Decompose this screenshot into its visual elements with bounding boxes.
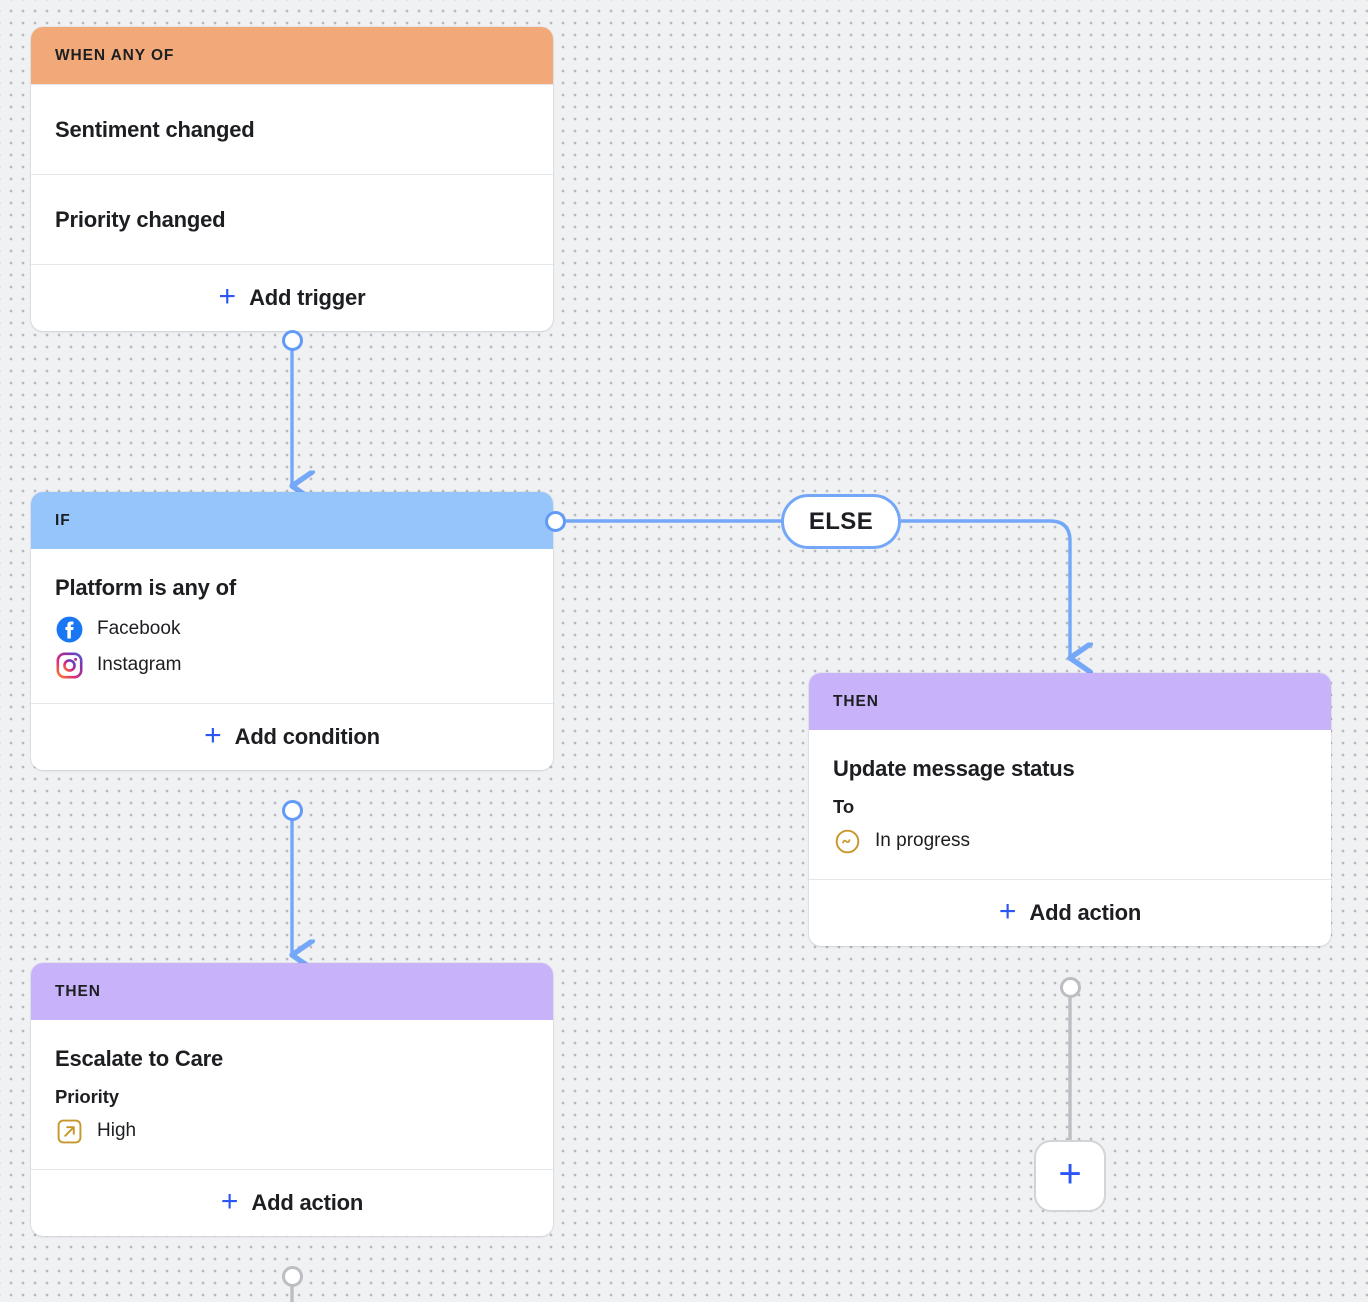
condition-value-instagram: Instagram xyxy=(55,651,529,679)
else-action-field-label: To xyxy=(833,796,855,817)
else-branch-node[interactable]: ELSE xyxy=(781,494,901,549)
trigger-item-label: Priority changed xyxy=(55,206,226,232)
condition-card-header: IF xyxy=(31,492,553,549)
trigger-output-handle[interactable] xyxy=(282,330,303,351)
action-header-label: THEN xyxy=(55,982,101,1000)
trigger-item-label: Sentiment changed xyxy=(55,116,255,142)
edge-else-to-action xyxy=(901,519,1070,658)
condition-body: Platform is any of Facebook xyxy=(31,549,553,703)
add-condition-label: Add condition xyxy=(234,724,380,749)
action-card[interactable]: THEN Escalate to Care Priority High + Ad… xyxy=(31,963,553,1236)
action-field-label: Priority xyxy=(55,1086,119,1107)
instagram-icon xyxy=(55,651,83,679)
action-value-label: High xyxy=(97,1120,137,1141)
add-trigger-label: Add trigger xyxy=(249,285,366,310)
plus-icon: + xyxy=(218,279,237,313)
plus-icon: + xyxy=(998,894,1017,928)
trigger-card-header: WHEN ANY OF xyxy=(31,27,553,84)
add-trigger-button[interactable]: + Add trigger xyxy=(31,264,553,331)
else-add-action-label: Add action xyxy=(1029,900,1142,925)
else-action-header-label: THEN xyxy=(833,692,879,710)
action-card-header: THEN xyxy=(31,963,553,1020)
add-node-button[interactable]: + xyxy=(1034,1140,1106,1212)
else-action-card-header: THEN xyxy=(809,673,1331,730)
condition-value-facebook: Facebook xyxy=(55,615,529,643)
plus-icon: + xyxy=(1058,1152,1082,1196)
trigger-item-priority-changed[interactable]: Priority changed xyxy=(31,174,553,264)
add-condition-button[interactable]: + Add condition xyxy=(31,703,553,770)
condition-card[interactable]: IF Platform is any of Facebook xyxy=(31,492,553,770)
facebook-icon xyxy=(55,615,83,643)
condition-value-label: Instagram xyxy=(97,654,182,675)
condition-title: Platform is any of xyxy=(55,575,236,600)
trigger-card[interactable]: WHEN ANY OF Sentiment changed Priority c… xyxy=(31,27,553,331)
add-action-label: Add action xyxy=(251,1190,364,1215)
add-action-button[interactable]: + Add action xyxy=(31,1169,553,1236)
action-body: Escalate to Care Priority High xyxy=(31,1020,553,1169)
trigger-item-sentiment-changed[interactable]: Sentiment changed xyxy=(31,84,553,174)
arrow-up-right-box-icon xyxy=(55,1117,83,1145)
else-action-title: Update message status xyxy=(833,756,1075,781)
else-action-value: In progress xyxy=(833,827,1307,855)
plus-icon: + xyxy=(220,1184,239,1218)
else-branch-label: ELSE xyxy=(808,507,874,535)
action-value: High xyxy=(55,1117,529,1145)
condition-output-handle[interactable] xyxy=(282,800,303,821)
else-action-output-handle[interactable] xyxy=(1060,977,1081,998)
else-add-action-button[interactable]: + Add action xyxy=(809,879,1331,946)
else-action-value-label: In progress xyxy=(875,830,971,851)
condition-value-label: Facebook xyxy=(97,618,181,639)
in-progress-circle-icon xyxy=(833,827,861,855)
plus-icon: + xyxy=(204,718,222,752)
condition-header-label: IF xyxy=(55,511,71,529)
action-output-handle[interactable] xyxy=(282,1266,303,1287)
action-title: Escalate to Care xyxy=(55,1046,223,1071)
else-action-body: Update message status To In progress xyxy=(809,730,1331,879)
else-action-card[interactable]: THEN Update message status To In progres… xyxy=(809,673,1331,946)
trigger-header-label: WHEN ANY OF xyxy=(55,46,175,64)
condition-else-handle[interactable] xyxy=(545,511,566,532)
